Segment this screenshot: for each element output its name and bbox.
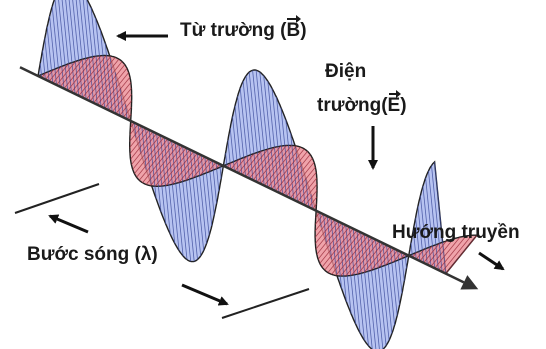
wavelength-line-right — [222, 289, 309, 318]
magnetic-field-paren-close: ) — [300, 20, 306, 41]
magnetic-field-symbol: B — [286, 21, 300, 40]
electric-field-paren-close: ) — [400, 95, 406, 116]
propagation-direction-label: Hướng truyền — [392, 223, 520, 242]
wavelength-line-left — [15, 184, 99, 213]
electric-field-label-line1: Điện — [325, 62, 366, 81]
electric-field-text: trường — [317, 95, 381, 116]
wavelength-arrow-right — [182, 285, 227, 304]
wave-group — [20, 0, 478, 349]
electric-field-symbol: E — [388, 96, 401, 115]
magnetic-field-text: Từ trường — [180, 20, 275, 41]
wavelength-label: Bước sóng (λ) — [27, 245, 158, 264]
wavelength-arrow-left — [50, 216, 88, 232]
magnetic-field-label: Từ trường (B) — [180, 21, 307, 40]
electric-field-label-line2: trường(E) — [317, 96, 407, 115]
direction-arrow — [479, 253, 503, 269]
